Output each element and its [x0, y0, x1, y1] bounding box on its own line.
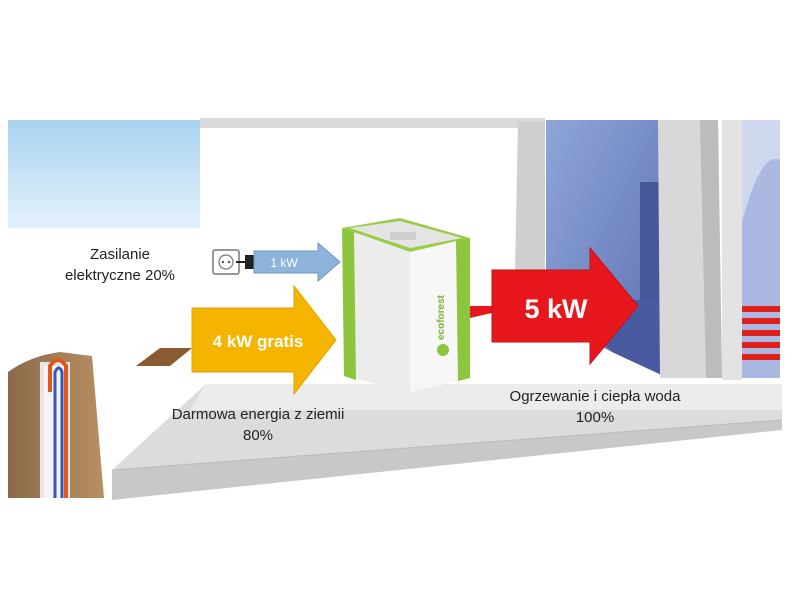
free-energy-label-line1: Darmowa energia z ziemii: [171, 406, 345, 423]
electric-arrow: [253, 241, 341, 283]
free-energy-label-line2: 80%: [242, 427, 274, 444]
roof-edge: [200, 118, 545, 128]
floor-front-edge: [112, 420, 782, 500]
output-arrow: [470, 306, 496, 318]
power-supply-label-line1: Zasilanie: [89, 246, 151, 263]
device-brand: ecoforest: [436, 294, 447, 340]
ground-opening: [136, 348, 192, 366]
electric-socket-icon: [212, 249, 240, 275]
floor-line: [111, 419, 783, 471]
house-wall: [200, 120, 545, 262]
borehole: [8, 352, 104, 498]
power-supply-label: Zasilanie elektryczne 20%: [30, 244, 210, 286]
output-arrow-label: 5 kW: [524, 294, 588, 324]
ecoforest-logo-icon: [437, 344, 449, 356]
heating-label: Ogrzewanie i ciepła woda 100%: [488, 386, 702, 428]
sky-background: [8, 120, 204, 228]
floor-slab-top: [190, 384, 782, 410]
heating-label-line1: Ogrzewanie i ciepła woda: [509, 388, 681, 405]
ground-arrow: [191, 284, 337, 396]
radiator-stripes: [742, 306, 780, 360]
free-energy-label: Darmowa energia z ziemii 80%: [138, 404, 378, 446]
window-pane: [640, 182, 660, 300]
power-supply-label-line2: elektryczne 20%: [64, 267, 176, 284]
pillar-right: [722, 120, 742, 380]
pillar-left-shade: [700, 120, 722, 378]
ground-arrow-label: 4 kW gratis: [213, 332, 304, 351]
house-side-shade: [515, 122, 545, 272]
electric-arrow-label: 1 kW: [270, 256, 298, 270]
heating-label-line2: 100%: [575, 409, 615, 426]
output-arrow: [491, 246, 639, 366]
heat-pump-unit: ecoforest: [342, 218, 470, 392]
